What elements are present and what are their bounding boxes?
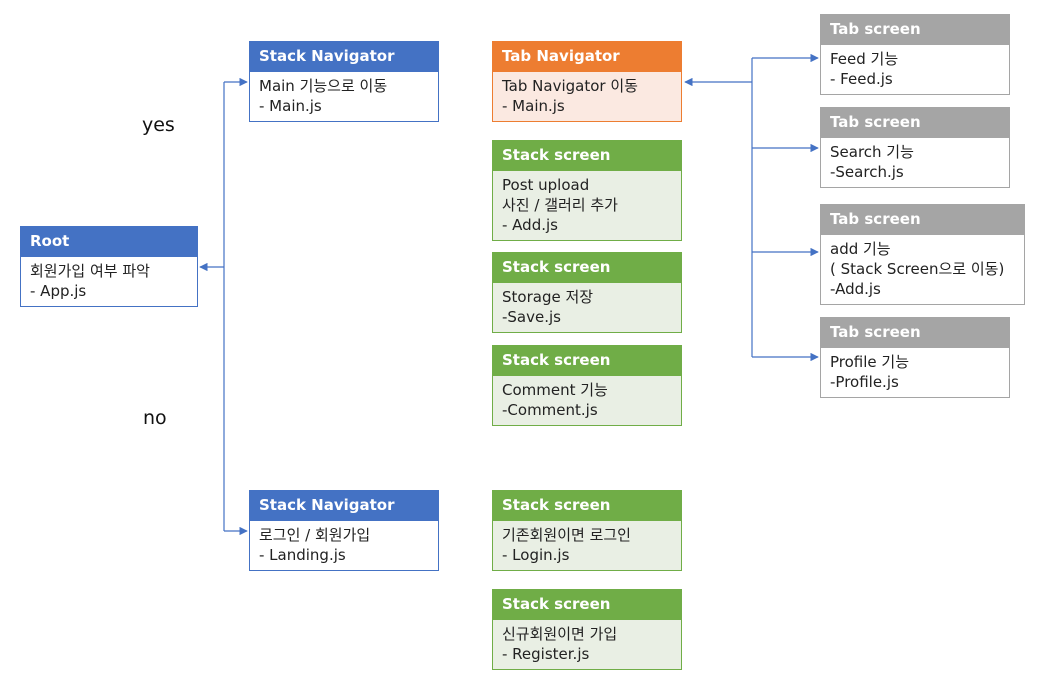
node-title: Stack Navigator	[249, 490, 439, 521]
node-body: Search 기능 -Search.js	[820, 138, 1010, 188]
node-line: ( Stack Screen으로 이동)	[830, 260, 1005, 278]
node-line: 로그인 / 회원가입	[259, 526, 371, 544]
node-body: 기존회원이면 로그인 - Login.js	[492, 521, 682, 571]
tab-navigator-node: Tab Navigator Tab Navigator 이동 - Main.js	[492, 41, 682, 122]
node-title: Tab screen	[820, 107, 1010, 138]
node-title: Stack screen	[492, 140, 682, 171]
node-line: Feed 기능	[830, 50, 899, 68]
node-title: Tab screen	[820, 14, 1010, 45]
node-line: -Comment.js	[502, 401, 598, 419]
node-body: Profile 기능 -Profile.js	[820, 348, 1010, 398]
node-body: Main 기능으로 이동 - Main.js	[249, 72, 439, 122]
node-body: 신규회원이면 가입 - Register.js	[492, 620, 682, 670]
node-body: Post upload 사진 / 갤러리 추가 - Add.js	[492, 171, 682, 241]
node-line: Main 기능으로 이동	[259, 77, 388, 95]
node-line: Tab Navigator 이동	[502, 77, 638, 95]
node-line: Post upload	[502, 176, 590, 194]
node-body: 로그인 / 회원가입 - Landing.js	[249, 521, 439, 571]
node-title: Stack screen	[492, 252, 682, 283]
node-line: -Search.js	[830, 163, 904, 181]
root-node: Root 회원가입 여부 파악 - App.js	[20, 226, 198, 307]
tab-screen-profile-node: Tab screen Profile 기능 -Profile.js	[820, 317, 1010, 398]
stack-screen-login-node: Stack screen 기존회원이면 로그인 - Login.js	[492, 490, 682, 571]
stack-screen-comment-node: Stack screen Comment 기능 -Comment.js	[492, 345, 682, 426]
tab-screen-search-node: Tab screen Search 기능 -Search.js	[820, 107, 1010, 188]
node-title: Stack Navigator	[249, 41, 439, 72]
node-title: Stack screen	[492, 589, 682, 620]
node-line: -Add.js	[830, 280, 881, 298]
stack-screen-add-node: Stack screen Post upload 사진 / 갤러리 추가 - Add…	[492, 140, 682, 241]
node-line: - Add.js	[502, 216, 558, 234]
node-line: - Register.js	[502, 645, 590, 663]
node-body: Comment 기능 -Comment.js	[492, 376, 682, 426]
node-title: Root	[20, 226, 198, 257]
node-title: Stack screen	[492, 490, 682, 521]
stack-screen-save-node: Stack screen Storage 저장 -Save.js	[492, 252, 682, 333]
node-line: Profile 기능	[830, 353, 910, 371]
node-line: Storage 저장	[502, 288, 594, 306]
node-line: 기존회원이면 로그인	[502, 526, 631, 544]
node-line: - Login.js	[502, 546, 570, 564]
node-line: 사진 / 갤러리 추가	[502, 196, 618, 214]
node-line: - Feed.js	[830, 70, 893, 88]
node-body: add 기능 ( Stack Screen으로 이동) -Add.js	[820, 235, 1025, 305]
stack-navigator-main-node: Stack Navigator Main 기능으로 이동 - Main.js	[249, 41, 439, 122]
node-line: 신규회원이면 가입	[502, 625, 618, 643]
tab-screen-add-node: Tab screen add 기능 ( Stack Screen으로 이동) -Ad…	[820, 204, 1025, 305]
stack-navigator-landing-node: Stack Navigator 로그인 / 회원가입 - Landing.js	[249, 490, 439, 571]
node-title: Tab Navigator	[492, 41, 682, 72]
no-label: no	[143, 407, 167, 429]
node-line: add 기능	[830, 240, 891, 258]
node-body: Storage 저장 -Save.js	[492, 283, 682, 333]
node-line: 회원가입 여부 파악	[30, 262, 150, 280]
node-line: - Main.js	[259, 97, 322, 115]
node-body: 회원가입 여부 파악 - App.js	[20, 257, 198, 307]
node-body: Feed 기능 - Feed.js	[820, 45, 1010, 95]
yes-label: yes	[142, 114, 175, 136]
node-line: -Save.js	[502, 308, 561, 326]
node-title: Tab screen	[820, 317, 1010, 348]
stack-screen-register-node: Stack screen 신규회원이면 가입 - Register.js	[492, 589, 682, 670]
node-line: - Landing.js	[259, 546, 346, 564]
node-body: Tab Navigator 이동 - Main.js	[492, 72, 682, 122]
node-line: Comment 기능	[502, 381, 608, 399]
node-title: Tab screen	[820, 204, 1025, 235]
node-line: -Profile.js	[830, 373, 899, 391]
tab-screen-feed-node: Tab screen Feed 기능 - Feed.js	[820, 14, 1010, 95]
node-line: Search 기능	[830, 143, 914, 161]
node-line: - Main.js	[502, 97, 565, 115]
node-line: - App.js	[30, 282, 87, 300]
node-title: Stack screen	[492, 345, 682, 376]
